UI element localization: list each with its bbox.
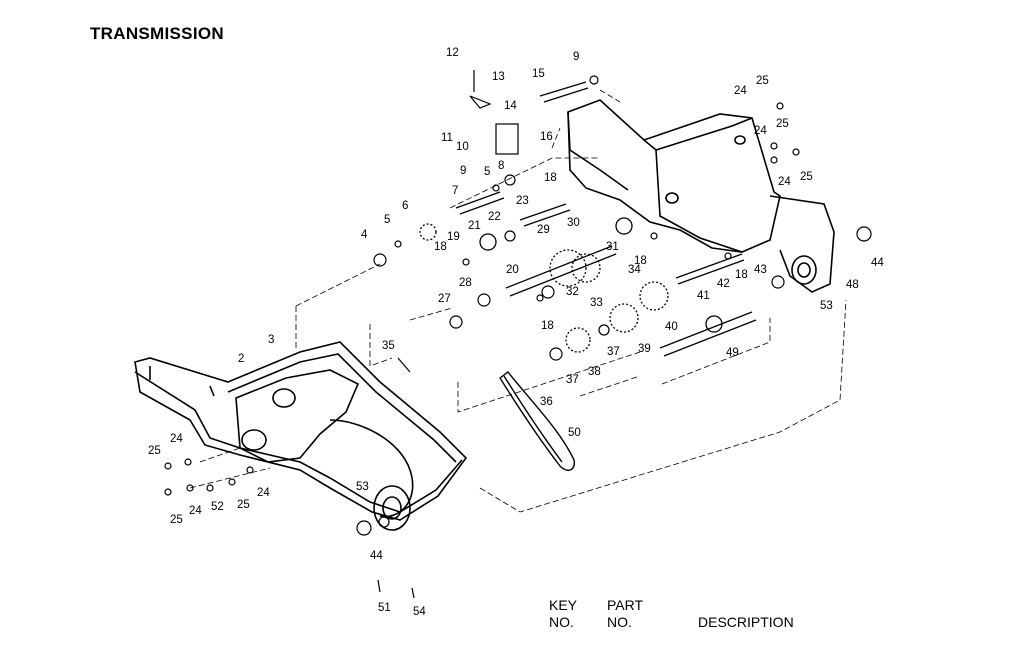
callout-label: 28 (459, 277, 472, 289)
leader-lines (189, 89, 847, 513)
callout-label: 24 (257, 487, 270, 499)
callout-label: 25 (237, 499, 250, 511)
callout-label: 42 (717, 278, 730, 290)
callout-label: 22 (488, 211, 501, 223)
part-column-header: PART (607, 597, 644, 613)
callout-label: 18 (434, 241, 447, 253)
callout-label: 50 (568, 427, 581, 439)
callout-label: 51 (378, 602, 391, 614)
callout-label: 38 (588, 366, 601, 378)
callout-label: 36 (540, 396, 553, 408)
callout-label: 3 (268, 334, 274, 346)
callout-label: 37 (607, 346, 620, 358)
callout-label: 48 (846, 279, 859, 291)
sprockets (419, 217, 723, 353)
callout-label: 34 (628, 264, 641, 276)
callout-label: 24 (170, 433, 183, 445)
part-callouts: 12 13 9 15 14 11 10 16 9 8 5 7 6 5 4 18 … (148, 47, 884, 618)
callout-label: 6 (402, 200, 408, 212)
callout-label: 25 (776, 118, 789, 130)
callout-label: 35 (382, 340, 395, 352)
page-title: TRANSMISSION (90, 24, 224, 43)
callout-label: 4 (361, 229, 368, 241)
callout-label: 18 (544, 172, 557, 184)
callout-label: 24 (734, 85, 747, 97)
callout-label: 2 (238, 353, 244, 365)
callout-label: 25 (800, 171, 813, 183)
callout-label: 44 (370, 550, 383, 562)
callout-label: 33 (590, 297, 603, 309)
callout-label: 30 (567, 217, 580, 229)
callout-label: 5 (484, 166, 490, 178)
callout-label: 31 (606, 241, 619, 253)
callout-label: 25 (170, 514, 183, 526)
callout-label: 9 (460, 165, 466, 177)
callout-label: 21 (468, 220, 481, 232)
callout-label: 52 (211, 501, 224, 513)
callout-label: 19 (447, 231, 460, 243)
shafts (455, 81, 757, 357)
callout-label: 49 (726, 347, 739, 359)
callout-label: 25 (756, 75, 769, 87)
callout-label: 37 (566, 374, 579, 386)
callout-label: 53 (356, 481, 369, 493)
part-no-header: NO. (607, 614, 632, 630)
callout-label: 8 (498, 160, 504, 172)
callout-label: 9 (573, 51, 579, 63)
callout-label: 40 (665, 321, 678, 333)
key-column-header: KEY (549, 597, 578, 613)
callout-label: 20 (506, 264, 519, 276)
transmission-housing-right (567, 99, 835, 293)
callout-label: 13 (492, 71, 505, 83)
callout-label: 53 (820, 300, 833, 312)
callout-label: 18 (541, 320, 554, 332)
transmission-housing-left (134, 341, 468, 531)
callout-label: 24 (754, 125, 767, 137)
callout-label: 5 (384, 214, 390, 226)
callout-label: 29 (537, 224, 550, 236)
callout-label: 44 (871, 257, 884, 269)
callout-label: 7 (452, 185, 458, 197)
callout-label: 32 (566, 286, 579, 298)
callout-label: 12 (446, 47, 459, 59)
callout-label: 23 (516, 195, 529, 207)
callout-label: 25 (148, 445, 161, 457)
callout-label: 10 (456, 141, 469, 153)
description-column-header: DESCRIPTION (698, 614, 794, 630)
callout-label: 15 (532, 68, 545, 80)
callout-label: 41 (697, 290, 710, 302)
callout-label: 11 (441, 132, 453, 144)
callout-label: 39 (638, 343, 651, 355)
callout-label: 16 (540, 131, 553, 143)
callout-label: 54 (413, 606, 426, 618)
callout-label: 24 (778, 176, 791, 188)
callout-label: 14 (504, 100, 517, 112)
callout-label: 18 (735, 269, 748, 281)
callout-label: 18 (634, 255, 647, 267)
callout-label: 24 (189, 505, 202, 517)
callout-label: 43 (754, 264, 767, 276)
key-no-header: NO. (549, 614, 574, 630)
small-parts (164, 70, 872, 599)
chain-belt (499, 371, 575, 471)
callout-label: 27 (438, 293, 451, 305)
